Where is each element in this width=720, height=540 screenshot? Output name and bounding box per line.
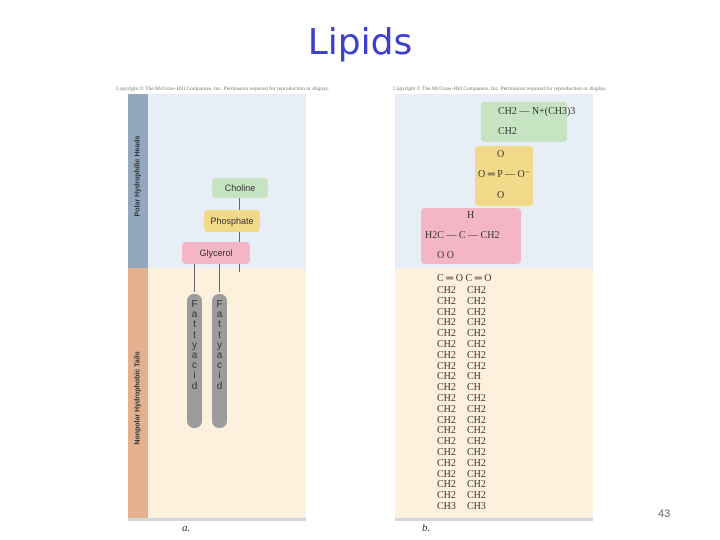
fatty-acid-letter: c bbox=[192, 360, 197, 372]
phosphate-box: Phosphate bbox=[204, 210, 260, 232]
fatty-acid-letter: F bbox=[216, 299, 223, 310]
fatty-acid-letter: i bbox=[218, 370, 221, 382]
fatty-acid-letter: c bbox=[217, 360, 222, 372]
panel-a: Polar Hydrophilic Heads Nonpolar Hydroph… bbox=[128, 94, 306, 520]
chain-group: CH2 bbox=[467, 436, 486, 448]
chain-group: CH3 bbox=[467, 500, 486, 512]
glycerol-box: Glycerol bbox=[182, 242, 250, 264]
phosphate-structure-box bbox=[475, 146, 533, 206]
polar-heads-label: Polar Hydrophilic Heads bbox=[134, 135, 142, 217]
chain-group: CH2 bbox=[437, 328, 456, 340]
phosphate-o-top: O bbox=[497, 149, 505, 160]
panel-a-sidebar: Polar Hydrophilic Heads Nonpolar Hydroph… bbox=[128, 94, 148, 520]
chain-group: CH2 bbox=[467, 457, 486, 469]
chain-group: CH2 bbox=[467, 338, 486, 350]
chain-group: CH2 bbox=[437, 457, 456, 469]
panel-a-caption: a. bbox=[182, 522, 191, 534]
chain-group: CH2 bbox=[467, 446, 486, 458]
fatty-acid-letter: t bbox=[218, 319, 221, 331]
fatty-acid-letter: y bbox=[217, 339, 222, 351]
chain-group: CH2 bbox=[467, 490, 486, 502]
chain-group: CH2 bbox=[467, 468, 486, 480]
chain-group: CH2 bbox=[437, 360, 456, 372]
fatty-acid-letter: t bbox=[218, 329, 221, 341]
chain-group: CH2 bbox=[467, 306, 486, 318]
fatty-acid-tail-left bbox=[187, 294, 202, 428]
fatty-acid-letter: y bbox=[192, 339, 197, 351]
chain-group: CH2 bbox=[437, 285, 456, 296]
page-number: 43 bbox=[658, 508, 671, 520]
chain-group: CH2 bbox=[467, 425, 486, 437]
chain-group: CH2 bbox=[437, 468, 456, 480]
panel-b: CH2 — N+(CH3)3 CH2 O O ═ P — O⁻ O H H2C … bbox=[395, 94, 593, 520]
chain-group: CH2 bbox=[437, 306, 456, 318]
nonpolar-tails-label: Nonpolar Hydrophobic Tails bbox=[134, 351, 142, 445]
chain-group: CH bbox=[467, 382, 481, 394]
fatty-acid-letter: F bbox=[191, 299, 198, 310]
chain-group: CH2 bbox=[437, 436, 456, 448]
chain-group: CH2 bbox=[467, 360, 486, 372]
chain-group: CH2 bbox=[467, 349, 486, 361]
chain-group: CH2 bbox=[467, 403, 486, 415]
fatty-acid-letter: a bbox=[216, 350, 223, 362]
chain-group: CH2 bbox=[437, 490, 456, 502]
choline-structure-box bbox=[481, 102, 567, 142]
chain-group: CH2 bbox=[437, 295, 456, 307]
carbonyl-groups: C ═ O C ═ O bbox=[437, 273, 492, 284]
chain-group: CH2 bbox=[467, 285, 486, 296]
fatty-acid-letter: t bbox=[193, 329, 196, 341]
fatty-acid-tail-right bbox=[212, 294, 227, 428]
glycerol-structure-box bbox=[421, 208, 521, 264]
glycerol-formula: H2C — C — CH2 bbox=[425, 230, 500, 241]
chain-group: CH2 bbox=[437, 317, 456, 329]
fatty-acid-letter: d bbox=[216, 380, 223, 392]
chain-group: CH2 bbox=[437, 382, 456, 394]
choline-box: Choline bbox=[212, 178, 268, 198]
phosphate-o-bottom: O bbox=[497, 190, 505, 201]
chain-group: CH2 bbox=[437, 403, 456, 415]
panel-b-tail-region bbox=[395, 268, 593, 520]
chain-group: CH2 bbox=[437, 392, 456, 404]
choline-ch2: CH2 bbox=[498, 126, 517, 137]
glycerol-h: H bbox=[467, 210, 475, 221]
chain-group: CH2 bbox=[467, 328, 486, 340]
chain-group: CH2 bbox=[437, 338, 456, 350]
chain-group: CH2 bbox=[467, 295, 486, 307]
fatty-acid-letter: t bbox=[193, 319, 196, 331]
choline-formula: CH2 — N+(CH3)3 bbox=[498, 106, 576, 117]
chain-group: CH2 bbox=[437, 446, 456, 458]
chain-group: CH2 bbox=[437, 414, 456, 426]
chain-group: CH2 bbox=[467, 479, 486, 491]
panel-b-caption: b. bbox=[422, 522, 431, 534]
phosphate-formula: O ═ P — O⁻ bbox=[478, 169, 530, 180]
fatty-acid-letter: d bbox=[191, 380, 198, 392]
chain-group: CH3 bbox=[437, 500, 456, 512]
chain-group: CH2 bbox=[437, 479, 456, 491]
chain-group: CH2 bbox=[467, 392, 486, 404]
chain-group: CH2 bbox=[467, 414, 486, 426]
fatty-acid-letter: a bbox=[191, 350, 198, 362]
fatty-acid-letter: a bbox=[216, 309, 223, 321]
chain-group: CH2 bbox=[467, 317, 486, 329]
fatty-acid-letter: i bbox=[193, 370, 196, 382]
chain-group: CH2 bbox=[437, 425, 456, 437]
fatty-acid-letter: a bbox=[191, 309, 198, 321]
slide-title: Lipids bbox=[307, 22, 413, 63]
chain-group: CH2 bbox=[437, 371, 456, 383]
chain-group: CH bbox=[467, 371, 481, 383]
panel-b-copyright: Copyright © The McGraw-Hill Companies, I… bbox=[393, 86, 607, 92]
chain-group: CH2 bbox=[437, 349, 456, 361]
panel-a-copyright: Copyright © The McGraw-Hill Companies, I… bbox=[116, 86, 330, 92]
glycerol-oxygens: O O bbox=[437, 250, 454, 261]
